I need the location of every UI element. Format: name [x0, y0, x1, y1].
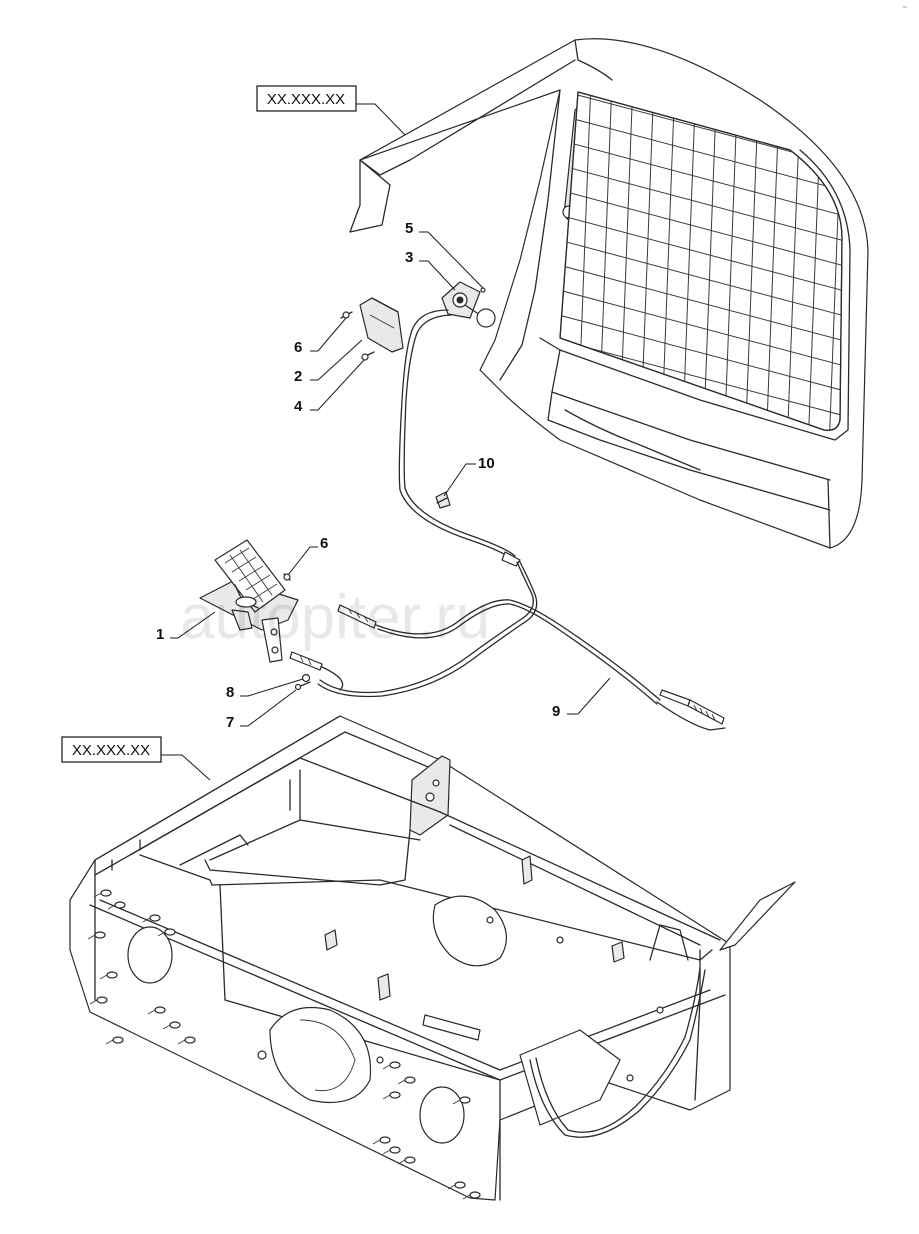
- window-grid-line: [560, 109, 842, 196]
- throttle-lever-assembly: [441, 281, 496, 328]
- callout-label-3: 3: [405, 249, 413, 266]
- callout-8: 8: [226, 678, 304, 701]
- frame-bolt-stub: [164, 928, 176, 936]
- frame-bolt-shank: [372, 1139, 381, 1145]
- frame-bolt-stub: [404, 1156, 416, 1164]
- part-8: [301, 673, 311, 683]
- callout-label-6-upper: 6: [294, 339, 302, 356]
- frame-bolt-shank: [99, 974, 108, 980]
- frame-bolt-shank: [382, 1094, 391, 1100]
- frame-bolt-stub: [114, 901, 126, 909]
- window-grid-line: [560, 309, 842, 396]
- callout-label-7: 7: [226, 714, 234, 731]
- callout-3: 3: [405, 249, 456, 291]
- window-grid-line: [744, 92, 760, 431]
- frame-bolt-stub: [459, 1096, 471, 1104]
- reference-text-top: XX.XXX.XX: [267, 91, 345, 108]
- lower-frame: [69, 715, 796, 1201]
- frame-bolt-shank: [162, 1024, 171, 1030]
- frame-bolt-shank: [397, 1079, 406, 1085]
- frame-bolt-stub: [389, 1091, 401, 1099]
- frame-bolt-stub: [94, 931, 106, 939]
- frame-bolt-shank: [89, 999, 98, 1005]
- frame-bolt-shank: [452, 1099, 461, 1105]
- callout-1: 1: [156, 611, 216, 643]
- small-fasteners: [294, 673, 311, 691]
- frame-bolt-shank: [177, 1039, 186, 1045]
- frame-bolt-stub: [112, 1036, 124, 1044]
- frame-bolt-stub: [379, 1136, 391, 1144]
- frame-bolt-stub: [106, 971, 118, 979]
- window-grid-line: [560, 159, 842, 246]
- frame-bolt-shank: [107, 904, 116, 910]
- window-grid-line: [560, 209, 842, 296]
- callout-label-2: 2: [294, 368, 302, 385]
- frame-bolt-shank: [142, 917, 151, 923]
- frame-bolt-shank: [105, 1039, 114, 1045]
- window-grid-line: [560, 184, 842, 271]
- frame-bolt-shank: [397, 1159, 406, 1165]
- frame-bolt-shank: [93, 892, 102, 898]
- cable-clip-10: [435, 491, 451, 509]
- callout-2: 2: [294, 339, 363, 385]
- callout-6-lower: 6: [287, 535, 328, 576]
- frame-bolt-shank: [87, 934, 96, 940]
- callout-7: 7: [226, 689, 297, 731]
- part-5-washer: [480, 287, 486, 293]
- callout-6-upper: 6: [294, 317, 347, 356]
- callout-5: 5: [405, 220, 484, 289]
- frame-bolt-shank: [462, 1194, 471, 1200]
- frame-bolt-stub: [96, 996, 108, 1004]
- window-grid-line: [560, 259, 842, 346]
- frame-bolt-stub: [100, 889, 112, 897]
- window-grid-line: [560, 284, 842, 371]
- callout-4: 4: [294, 359, 365, 415]
- control-cable: [289, 599, 726, 731]
- frame-bolt-stub: [404, 1076, 416, 1084]
- frame-bolt-shank: [447, 1184, 456, 1190]
- frame-bolt-shank: [157, 931, 166, 937]
- callout-10: 10: [443, 455, 495, 497]
- frame-bolt-stub: [454, 1181, 466, 1189]
- window-grid-line: [560, 134, 842, 221]
- frame-bolt-stub: [469, 1191, 481, 1199]
- reference-text-bottom: XX.XXX.XX: [72, 742, 150, 759]
- frame-bolt-shank: [382, 1064, 391, 1070]
- throttle-cable: [317, 309, 538, 698]
- foot-pedal-assembly: [199, 539, 299, 663]
- callout-label-6-lower: 6: [320, 535, 328, 552]
- window-grid-line: [560, 234, 842, 321]
- window-grid-line: [723, 92, 739, 431]
- frame-bolt-stub: [389, 1061, 401, 1069]
- callout-label-9: 9: [552, 703, 560, 720]
- frame-bolt-stub: [149, 914, 161, 922]
- callout-9: 9: [552, 677, 611, 720]
- frame-bolt-shank: [382, 1149, 391, 1155]
- mounting-bracket: [340, 297, 404, 361]
- corner-mark: ~: [902, 2, 907, 12]
- callout-label-10: 10: [478, 455, 495, 472]
- callout-label-8: 8: [226, 684, 234, 701]
- frame-bolt-shank: [147, 1009, 156, 1015]
- callout-label-1: 1: [156, 626, 164, 643]
- frame-bolt-stub: [184, 1036, 196, 1044]
- callout-label-5: 5: [405, 220, 413, 237]
- callout-label-4: 4: [294, 398, 303, 415]
- reference-box-bottom: XX.XXX.XX: [61, 736, 211, 781]
- watermark: autopiter.ru: [180, 583, 490, 652]
- frame-bolt-stub: [169, 1021, 181, 1029]
- frame-bolt-stub: [389, 1146, 401, 1154]
- reference-box-top: XX.XXX.XX: [256, 85, 406, 136]
- frame-bolt-stub: [154, 1006, 166, 1014]
